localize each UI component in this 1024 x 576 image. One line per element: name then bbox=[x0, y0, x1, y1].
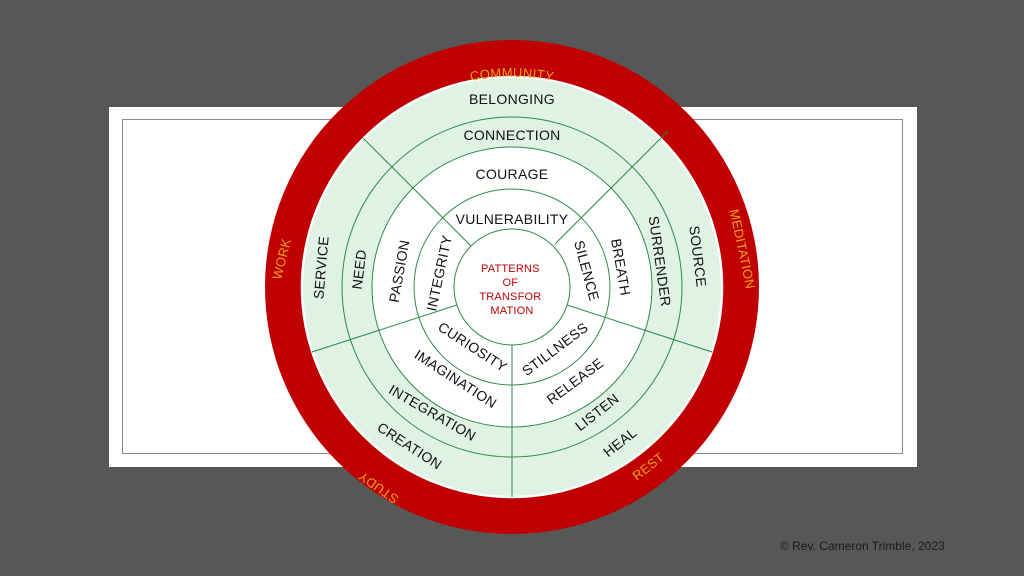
label-courage: COURAGE bbox=[476, 166, 549, 182]
center-label: PATTERNS OF TRANSFOR MATION bbox=[479, 263, 544, 317]
center-line-2: OF bbox=[503, 277, 519, 289]
spoke-lower-left bbox=[311, 304, 458, 353]
spoke-lower-right bbox=[566, 304, 713, 353]
center-line-4: MATION bbox=[490, 305, 533, 317]
spoke-upper-right bbox=[554, 130, 669, 245]
label-belonging: BELONGING bbox=[469, 91, 555, 107]
spoke-upper-left bbox=[362, 137, 472, 247]
label-community: COMMUNITY bbox=[469, 65, 556, 84]
label-service: SERVICE bbox=[310, 235, 331, 299]
label-need: NEED bbox=[349, 249, 370, 291]
copyright-notice: © Rev. Cameron Trimble, 2023 bbox=[780, 539, 945, 553]
label-source: SOURCE bbox=[686, 225, 709, 288]
center-line-1: PATTERNS bbox=[481, 263, 540, 275]
label-vulnerability: VULNERABILITY bbox=[456, 211, 569, 227]
spokes bbox=[311, 130, 713, 497]
center-line-3: TRANSFOR bbox=[479, 291, 541, 303]
label-connection: CONNECTION bbox=[463, 127, 560, 143]
